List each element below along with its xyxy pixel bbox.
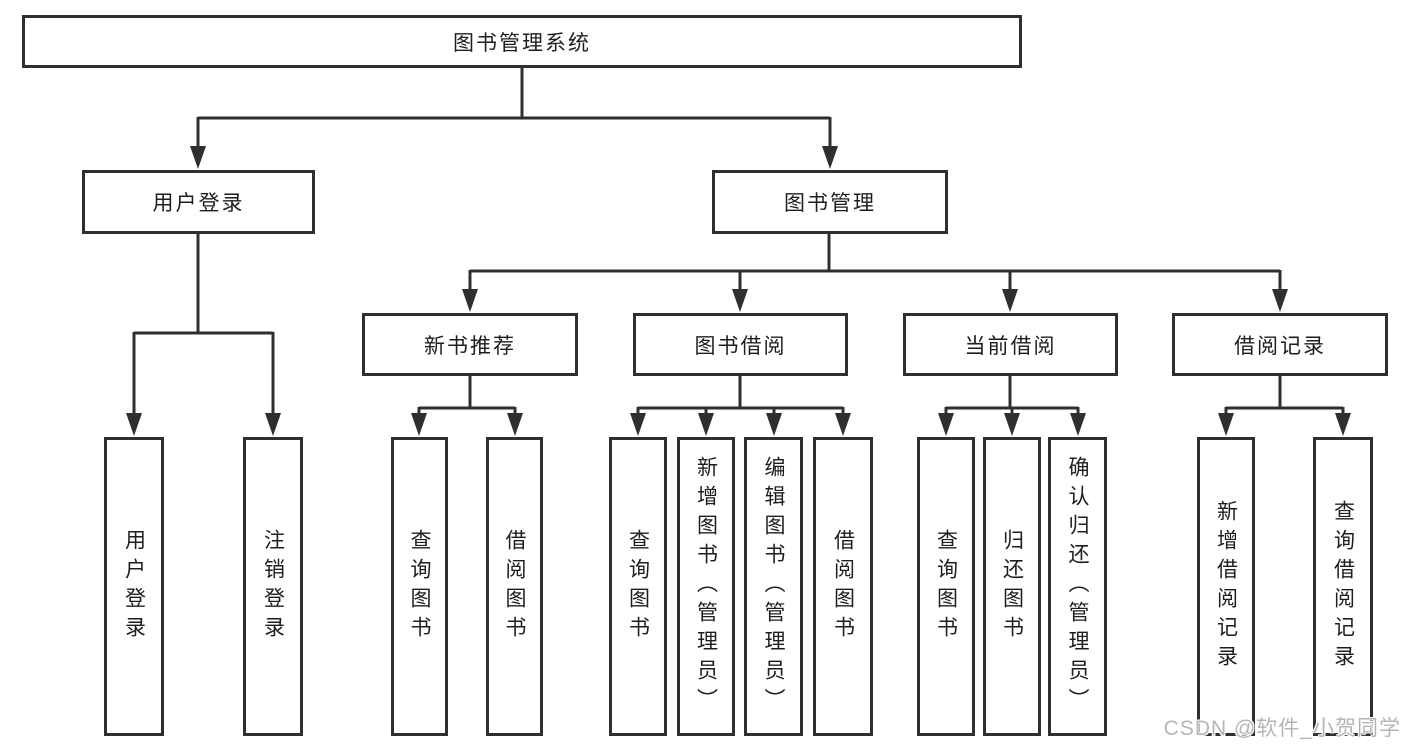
- node-user-login: 用户登录: [82, 170, 315, 234]
- connector-borrow-record-branch: [1224, 376, 1345, 415]
- arrowheads-level3: [462, 289, 1288, 312]
- leaf-logout: 注销登录: [243, 437, 303, 736]
- node-book-management: 图书管理: [712, 170, 948, 234]
- csdn-watermark: CSDN @软件_小贺同学: [1163, 717, 1401, 740]
- node-book-borrow: 图书借阅: [633, 313, 848, 376]
- leaf-confirm-return-admin: 确认归还（管理员）: [1048, 437, 1107, 736]
- connector-user-login-branch: [132, 233, 275, 414]
- node-current-borrow: 当前借阅: [903, 313, 1118, 376]
- node-new-book-recommend: 新书推荐: [362, 313, 578, 376]
- leaf-query-books-recommend: 查询图书: [391, 437, 448, 736]
- connector-new-book-branch: [417, 376, 517, 415]
- connector-current-borrow-branch: [944, 376, 1080, 415]
- leaf-query-borrow-record: 查询借阅记录: [1313, 437, 1373, 736]
- leaf-query-books-current: 查询图书: [917, 437, 975, 736]
- leaf-edit-books-admin: 编辑图书（管理员）: [744, 437, 803, 736]
- leaf-borrow-books: 借阅图书: [813, 437, 873, 736]
- connector-book-management-branch: [468, 234, 1282, 290]
- arrowheads-level2: [190, 146, 838, 169]
- connector-root-branch: [196, 68, 832, 147]
- node-root-system: 图书管理系统: [22, 15, 1022, 68]
- connector-book-borrow-branch: [636, 375, 845, 415]
- leaf-query-books-borrow: 查询图书: [609, 437, 667, 736]
- leaf-borrow-books-recommend: 借阅图书: [486, 437, 543, 736]
- leaf-add-borrow-record: 新增借阅记录: [1197, 437, 1255, 736]
- node-borrow-record: 借阅记录: [1172, 313, 1388, 376]
- arrowheads-leaves: [411, 413, 1351, 436]
- leaf-add-books-admin: 新增图书（管理员）: [677, 437, 735, 736]
- leaf-return-books: 归还图书: [983, 437, 1041, 736]
- leaf-user-login: 用户登录: [104, 437, 164, 736]
- arrowheads-user-login-leaves: [126, 413, 281, 436]
